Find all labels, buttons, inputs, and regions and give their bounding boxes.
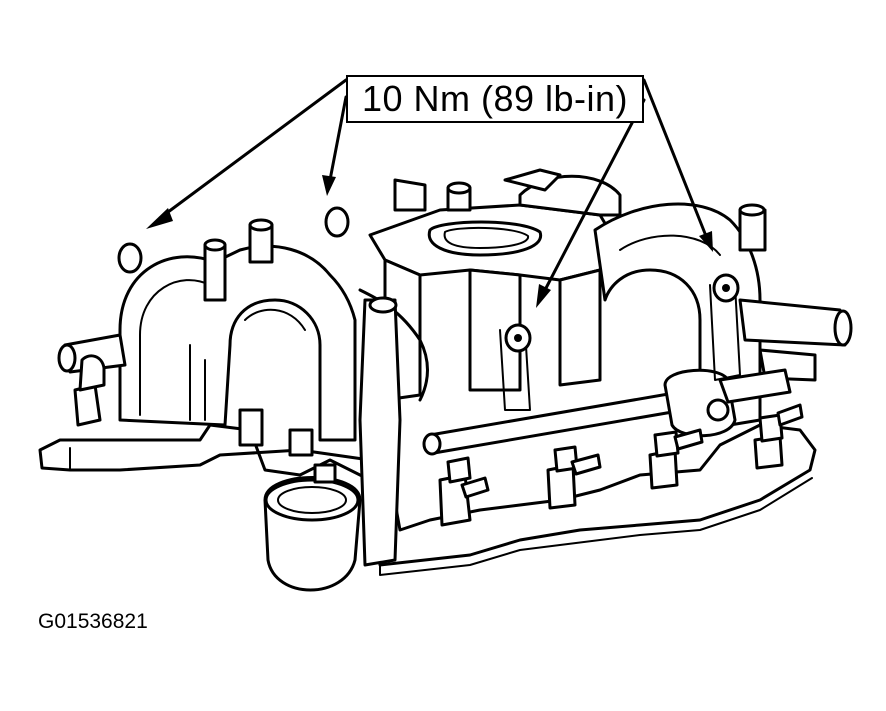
manifold-bolts [117, 206, 740, 353]
fuel-injectors [438, 403, 804, 527]
torque-callout-label: 10 Nm (89 lb-in) [361, 78, 629, 119]
vacuum-ports [203, 168, 767, 302]
front-runner [358, 296, 402, 567]
rail-brackets [499, 284, 741, 411]
torque-leader-arrows [146, 78, 713, 308]
torque-callout-box: 10 Nm (89 lb-in) [346, 75, 644, 123]
figure-id-label: G01536821 [38, 610, 148, 633]
throttle-body-port [238, 408, 362, 592]
fuel-rail [422, 368, 792, 456]
left-sensor [73, 354, 106, 427]
side-hoses [57, 298, 853, 382]
left-runner-arch [118, 244, 357, 442]
